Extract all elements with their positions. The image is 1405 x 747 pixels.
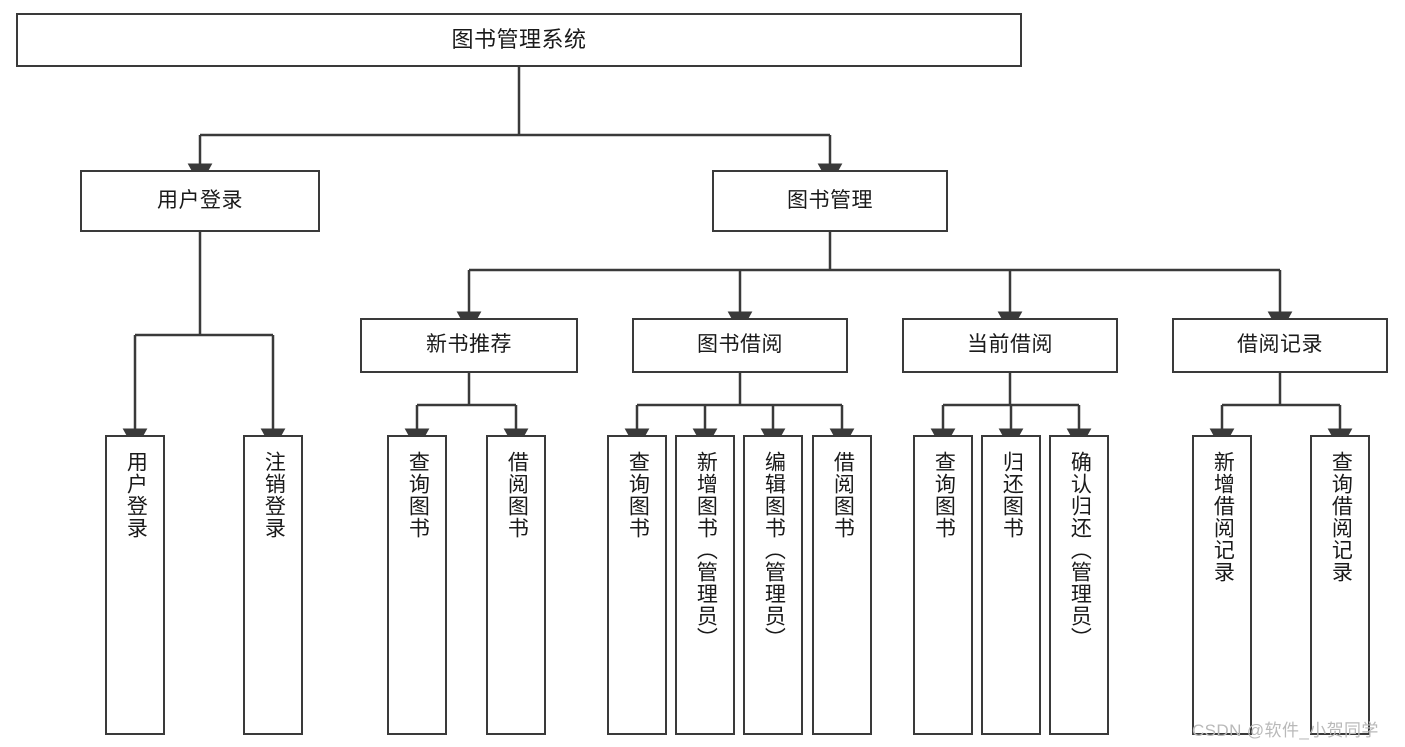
node-label: 编辑图书（管理员） xyxy=(762,451,786,649)
node-leaf-logout[interactable]: 注销登录 xyxy=(243,435,303,735)
node-label: 借阅图书 xyxy=(831,451,855,539)
node-label: 查询图书 xyxy=(932,451,956,539)
node-label: 图书借阅 xyxy=(697,333,783,357)
node-label: 用户登录 xyxy=(157,188,243,212)
node-borrow-record[interactable]: 借阅记录 xyxy=(1172,318,1388,373)
node-leaf-confirm-return[interactable]: 确认归还（管理员） xyxy=(1049,435,1109,735)
node-leaf-edit-book[interactable]: 编辑图书（管理员） xyxy=(743,435,803,735)
node-leaf-return-book[interactable]: 归还图书 xyxy=(981,435,1041,735)
node-label: 查询图书 xyxy=(406,451,430,539)
node-leaf-query-book-2[interactable]: 查询图书 xyxy=(607,435,667,735)
node-label: 借阅图书 xyxy=(505,451,529,539)
node-label: 新增图书（管理员） xyxy=(694,451,718,649)
node-label: 图书管理系统 xyxy=(451,27,587,53)
node-label: 注销登录 xyxy=(262,451,286,539)
node-current-borrow[interactable]: 当前借阅 xyxy=(902,318,1118,373)
node-label: 查询借阅记录 xyxy=(1329,451,1353,583)
node-new-book-rec[interactable]: 新书推荐 xyxy=(360,318,578,373)
node-book-manage[interactable]: 图书管理 xyxy=(712,170,948,232)
node-label: 当前借阅 xyxy=(967,333,1053,357)
node-leaf-user-login[interactable]: 用户登录 xyxy=(105,435,165,735)
node-leaf-add-book[interactable]: 新增图书（管理员） xyxy=(675,435,735,735)
node-leaf-query-book-1[interactable]: 查询图书 xyxy=(387,435,447,735)
node-leaf-add-record[interactable]: 新增借阅记录 xyxy=(1192,435,1252,735)
node-label: 新书推荐 xyxy=(426,333,512,357)
node-label: 借阅记录 xyxy=(1237,333,1323,357)
node-label: 用户登录 xyxy=(124,451,148,539)
node-leaf-query-record[interactable]: 查询借阅记录 xyxy=(1310,435,1370,735)
node-book-borrow[interactable]: 图书借阅 xyxy=(632,318,848,373)
node-leaf-borrow-book-2[interactable]: 借阅图书 xyxy=(812,435,872,735)
node-label: 确认归还（管理员） xyxy=(1068,451,1092,649)
node-user-login[interactable]: 用户登录 xyxy=(80,170,320,232)
node-leaf-borrow-book-1[interactable]: 借阅图书 xyxy=(486,435,546,735)
node-leaf-query-book-3[interactable]: 查询图书 xyxy=(913,435,973,735)
node-label: 新增借阅记录 xyxy=(1211,451,1235,583)
node-label: 查询图书 xyxy=(626,451,650,539)
node-label: 归还图书 xyxy=(1000,451,1024,539)
node-root[interactable]: 图书管理系统 xyxy=(16,13,1022,67)
node-label: 图书管理 xyxy=(787,188,873,212)
watermark: CSDN @软件_小贺同学 xyxy=(1192,721,1379,740)
